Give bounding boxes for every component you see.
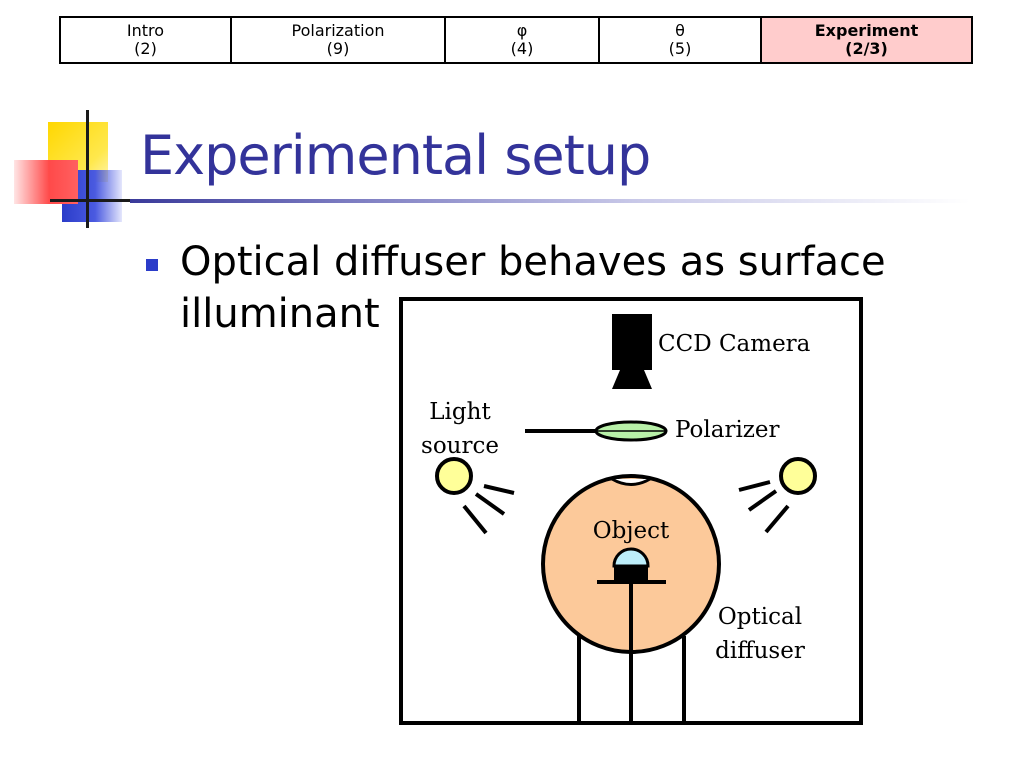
nav-tab-label: Polarization — [291, 21, 385, 40]
light-bulb-right-icon — [738, 457, 817, 534]
bullet-text: Optical diffuser behaves as surface illu… — [180, 239, 886, 337]
camera-label: CCD Camera — [658, 331, 811, 357]
title-underline — [130, 199, 970, 203]
ccd-camera-icon — [612, 314, 652, 389]
light-source-label-line2: source — [421, 433, 499, 459]
light-bulb-left-icon — [435, 457, 515, 535]
nav-tab-count: (2) — [134, 39, 157, 58]
object-label: Object — [593, 518, 670, 544]
nav-tab-label: φ — [516, 21, 528, 40]
decor-horizontal-line-dark — [50, 199, 140, 202]
setup-diagram: CCD Camera Polarizer Light source Object — [399, 297, 863, 725]
decor-vertical-line — [86, 110, 89, 228]
nav-tab-phi[interactable]: φ (4) — [446, 18, 600, 62]
polarizer-label: Polarizer — [675, 417, 780, 443]
polarizer-icon — [594, 420, 668, 442]
nav-tab-experiment[interactable]: Experiment (2/3) — [762, 18, 971, 62]
nav-tab-label: Experiment — [814, 21, 919, 40]
nav-tab-label: θ — [675, 21, 685, 40]
nav-tab-count: (4) — [510, 39, 534, 58]
nav-tab-label: Intro — [126, 21, 165, 40]
bullet-square-icon — [146, 259, 158, 271]
slide-title: Experimental setup — [140, 124, 651, 187]
nav-tab-polarization[interactable]: Polarization (9) — [232, 18, 446, 62]
nav-tab-count: (5) — [668, 39, 692, 58]
light-source-label-line1: Light — [429, 399, 491, 425]
diffuser-label-line2: diffuser — [715, 638, 805, 664]
nav-tab-theta[interactable]: θ (5) — [600, 18, 762, 62]
nav-tab-count: (2/3) — [845, 39, 888, 58]
section-nav: Intro (2) Polarization (9) φ (4) θ (5) E… — [59, 16, 973, 64]
nav-tab-intro[interactable]: Intro (2) — [61, 18, 232, 62]
diffuser-label-line1: Optical — [718, 604, 802, 630]
object-icon — [597, 547, 666, 584]
decor-red-square — [14, 160, 78, 204]
nav-tab-count: (9) — [326, 39, 350, 58]
